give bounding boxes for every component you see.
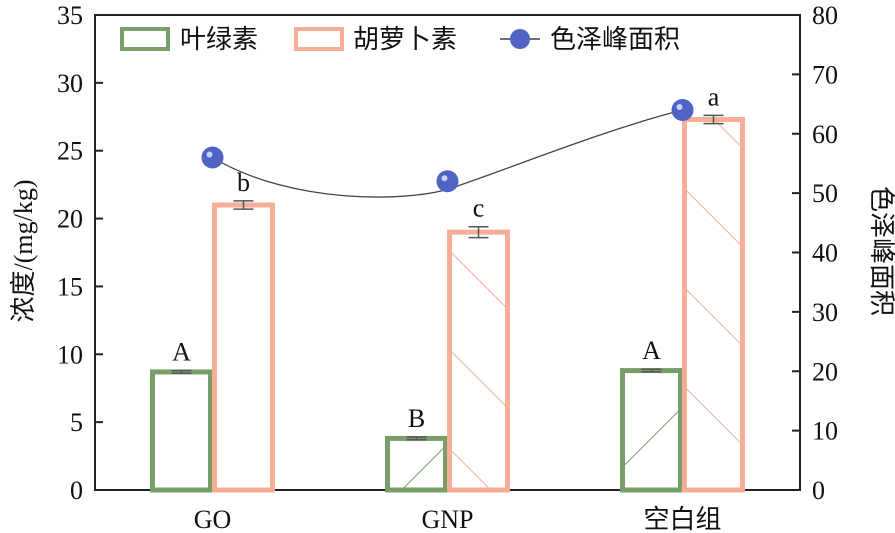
trend-layer	[201, 99, 694, 198]
y-tick-label: 5	[70, 408, 83, 437]
y-right-tick-label: 60	[812, 120, 838, 149]
significance-letter: A	[642, 336, 661, 365]
y-tick-label: 25	[57, 137, 83, 166]
y-right-tick-label: 0	[812, 476, 825, 505]
scatter-point-highlight	[206, 151, 213, 158]
legend: 叶绿素 胡萝卜素 色泽峰面积	[120, 25, 680, 54]
y-axis-label: 浓度/(mg/kg)	[9, 180, 38, 323]
legend-label: 胡萝卜素	[353, 25, 457, 54]
y-right-tick-label: 30	[812, 298, 838, 327]
y-right-tick-label: 20	[812, 357, 838, 386]
bar	[447, 229, 510, 493]
y-tick-label: 30	[57, 69, 83, 98]
y-right-tick-label: 40	[812, 239, 838, 268]
y-tick-label: 15	[57, 272, 83, 301]
significance-letter: A	[172, 338, 191, 367]
bar	[620, 368, 683, 493]
y-right-tick-label: 50	[812, 179, 838, 208]
x-tick-label: GNP	[421, 505, 473, 533]
scatter-point-highlight	[676, 104, 683, 110]
y-right-tick-label: 10	[812, 417, 838, 446]
y-tick-label: 10	[57, 340, 83, 369]
scatter-point	[671, 99, 694, 121]
bar	[212, 202, 275, 493]
bar	[682, 117, 745, 493]
legend-label: 叶绿素	[180, 25, 258, 54]
significance-letter: c	[473, 194, 485, 223]
legend-marker	[510, 29, 530, 49]
scatter-point	[436, 170, 459, 193]
significance-letter: a	[708, 82, 720, 111]
significance-letter: B	[408, 404, 425, 433]
bar	[150, 369, 213, 493]
y-right-tick-label: 70	[812, 60, 838, 89]
y-right-tick-label: 80	[812, 1, 838, 30]
bar	[385, 435, 448, 493]
x-tick-label: 空白组	[643, 505, 721, 533]
legend-label: 色泽峰面积	[550, 25, 680, 54]
y-axis-right-label: 色泽峰面积	[867, 186, 895, 316]
legend-swatch	[294, 27, 344, 51]
y-tick-label: 35	[57, 1, 83, 30]
x-tick-label: GO	[194, 505, 232, 533]
bars: A B Ab c a	[150, 82, 745, 493]
y-tick-label: 0	[70, 476, 83, 505]
scatter-point-highlight	[441, 175, 448, 182]
y-tick-label: 20	[57, 205, 83, 234]
scatter-point	[201, 146, 224, 169]
legend-swatch	[120, 27, 170, 51]
significance-letter: b	[237, 168, 250, 197]
